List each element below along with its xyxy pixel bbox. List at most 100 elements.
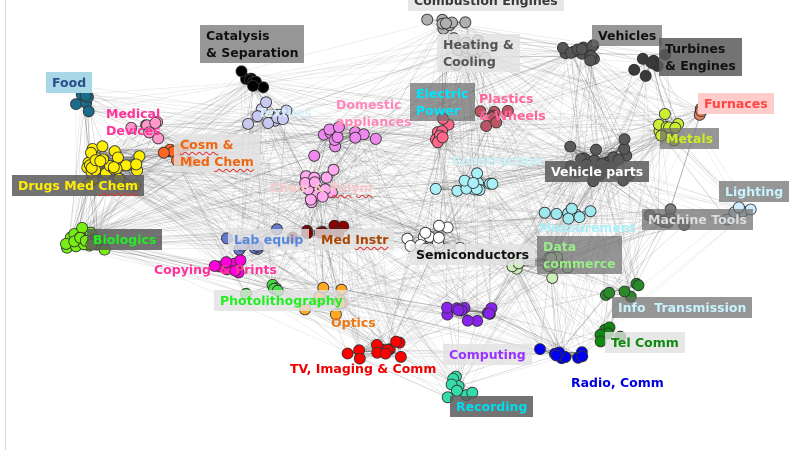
network-edge [425, 212, 545, 250]
network-node-drugs [96, 140, 109, 153]
network-edge [147, 125, 324, 135]
network-node-semiconductors [419, 226, 432, 239]
network-edge [437, 142, 469, 321]
network-node-domestic [349, 131, 362, 144]
network-edge [494, 111, 579, 358]
network-edge [570, 63, 654, 167]
network-edge [316, 115, 493, 196]
network-edge [466, 188, 541, 350]
network-edge [441, 62, 652, 132]
network-edge [461, 40, 479, 311]
network-edge [601, 163, 632, 297]
network-edge [556, 213, 621, 337]
network-edge [319, 232, 459, 387]
network-edge [337, 137, 341, 301]
network-edge [155, 122, 594, 182]
network-node-domestic [332, 121, 345, 133]
network-edge [335, 146, 577, 173]
network-node-measurement [584, 205, 597, 218]
network-edge [485, 57, 703, 111]
network-edge [479, 131, 668, 191]
network-edge [338, 51, 468, 233]
network-edge [81, 81, 254, 95]
network-node-measurement [550, 207, 563, 220]
network-edge [323, 134, 519, 264]
network-edge [308, 189, 440, 247]
cluster-label-vehicle-parts: Vehicle parts [545, 161, 650, 182]
network-edge [464, 180, 671, 220]
network-edge [74, 241, 462, 311]
network-edge [605, 165, 637, 284]
network-node-construction [429, 182, 442, 195]
network-edge [78, 122, 497, 234]
network-edge [355, 137, 611, 162]
network-edge [549, 53, 566, 259]
network-edge [136, 164, 562, 359]
network-edge [102, 146, 275, 289]
network-edge [85, 95, 336, 147]
cluster-label-furnaces: Furnaces [698, 93, 774, 114]
network-edge [325, 189, 430, 238]
network-edge [389, 212, 545, 350]
network-edge [642, 58, 659, 220]
network-node-chem_polym [304, 193, 317, 206]
network-edge [437, 132, 461, 248]
network-edge [358, 263, 519, 351]
network-edge [423, 215, 650, 238]
network-node-copying [220, 256, 233, 269]
network-edge [507, 110, 566, 358]
network-edge [109, 165, 323, 233]
cluster-label-radio: Radio, Comm [571, 375, 664, 390]
network-edge [461, 173, 594, 311]
network-edge [109, 165, 562, 359]
network-edge [304, 185, 402, 358]
network-edge [135, 71, 242, 186]
network-edge [330, 132, 424, 237]
network-edge [342, 142, 438, 304]
network-edge [338, 115, 493, 233]
cluster-label-measurement: Measurement [539, 220, 636, 235]
network-edge [314, 115, 493, 157]
network-node-plastics [501, 105, 514, 117]
network-edge [491, 172, 577, 309]
network-edge [242, 245, 448, 398]
network-edge [465, 42, 569, 219]
network-node-catalysis [247, 80, 259, 92]
network-edge [437, 132, 610, 328]
network-edge [87, 167, 321, 193]
network-edge [437, 142, 448, 228]
network-edge [257, 115, 440, 227]
network-node-chem_polym [320, 171, 333, 184]
network-edge [75, 103, 258, 247]
network-edge [474, 189, 550, 259]
network-edge [245, 37, 454, 80]
network-edge [95, 169, 307, 177]
network-edge [598, 175, 637, 284]
network-edge [334, 139, 477, 190]
cluster-label-metals: Metals [660, 128, 720, 149]
network-node-copying [208, 260, 221, 272]
network-edge [581, 53, 625, 140]
network-edge [331, 192, 557, 215]
network-edge [219, 189, 309, 267]
network-edge [474, 52, 572, 190]
network-edge [473, 57, 604, 170]
network-edge [496, 113, 665, 123]
network-edge [338, 232, 397, 342]
cluster-label-drugs: Drugs Med Chem [12, 175, 144, 196]
network-edge [326, 177, 452, 385]
network-edge [334, 139, 448, 228]
network-edge [438, 47, 584, 247]
network-edge [400, 213, 557, 358]
network-edge [276, 130, 443, 230]
network-edge [226, 155, 315, 239]
network-node-cosm [157, 146, 170, 159]
network-edge [234, 263, 478, 322]
network-edge [609, 124, 660, 328]
network-edge [576, 181, 594, 215]
network-edge [438, 75, 646, 227]
network-node-plastics [474, 105, 487, 118]
cluster-label-textiles: Textiles [258, 105, 312, 120]
network-edge [171, 23, 447, 152]
network-edge [329, 129, 571, 147]
